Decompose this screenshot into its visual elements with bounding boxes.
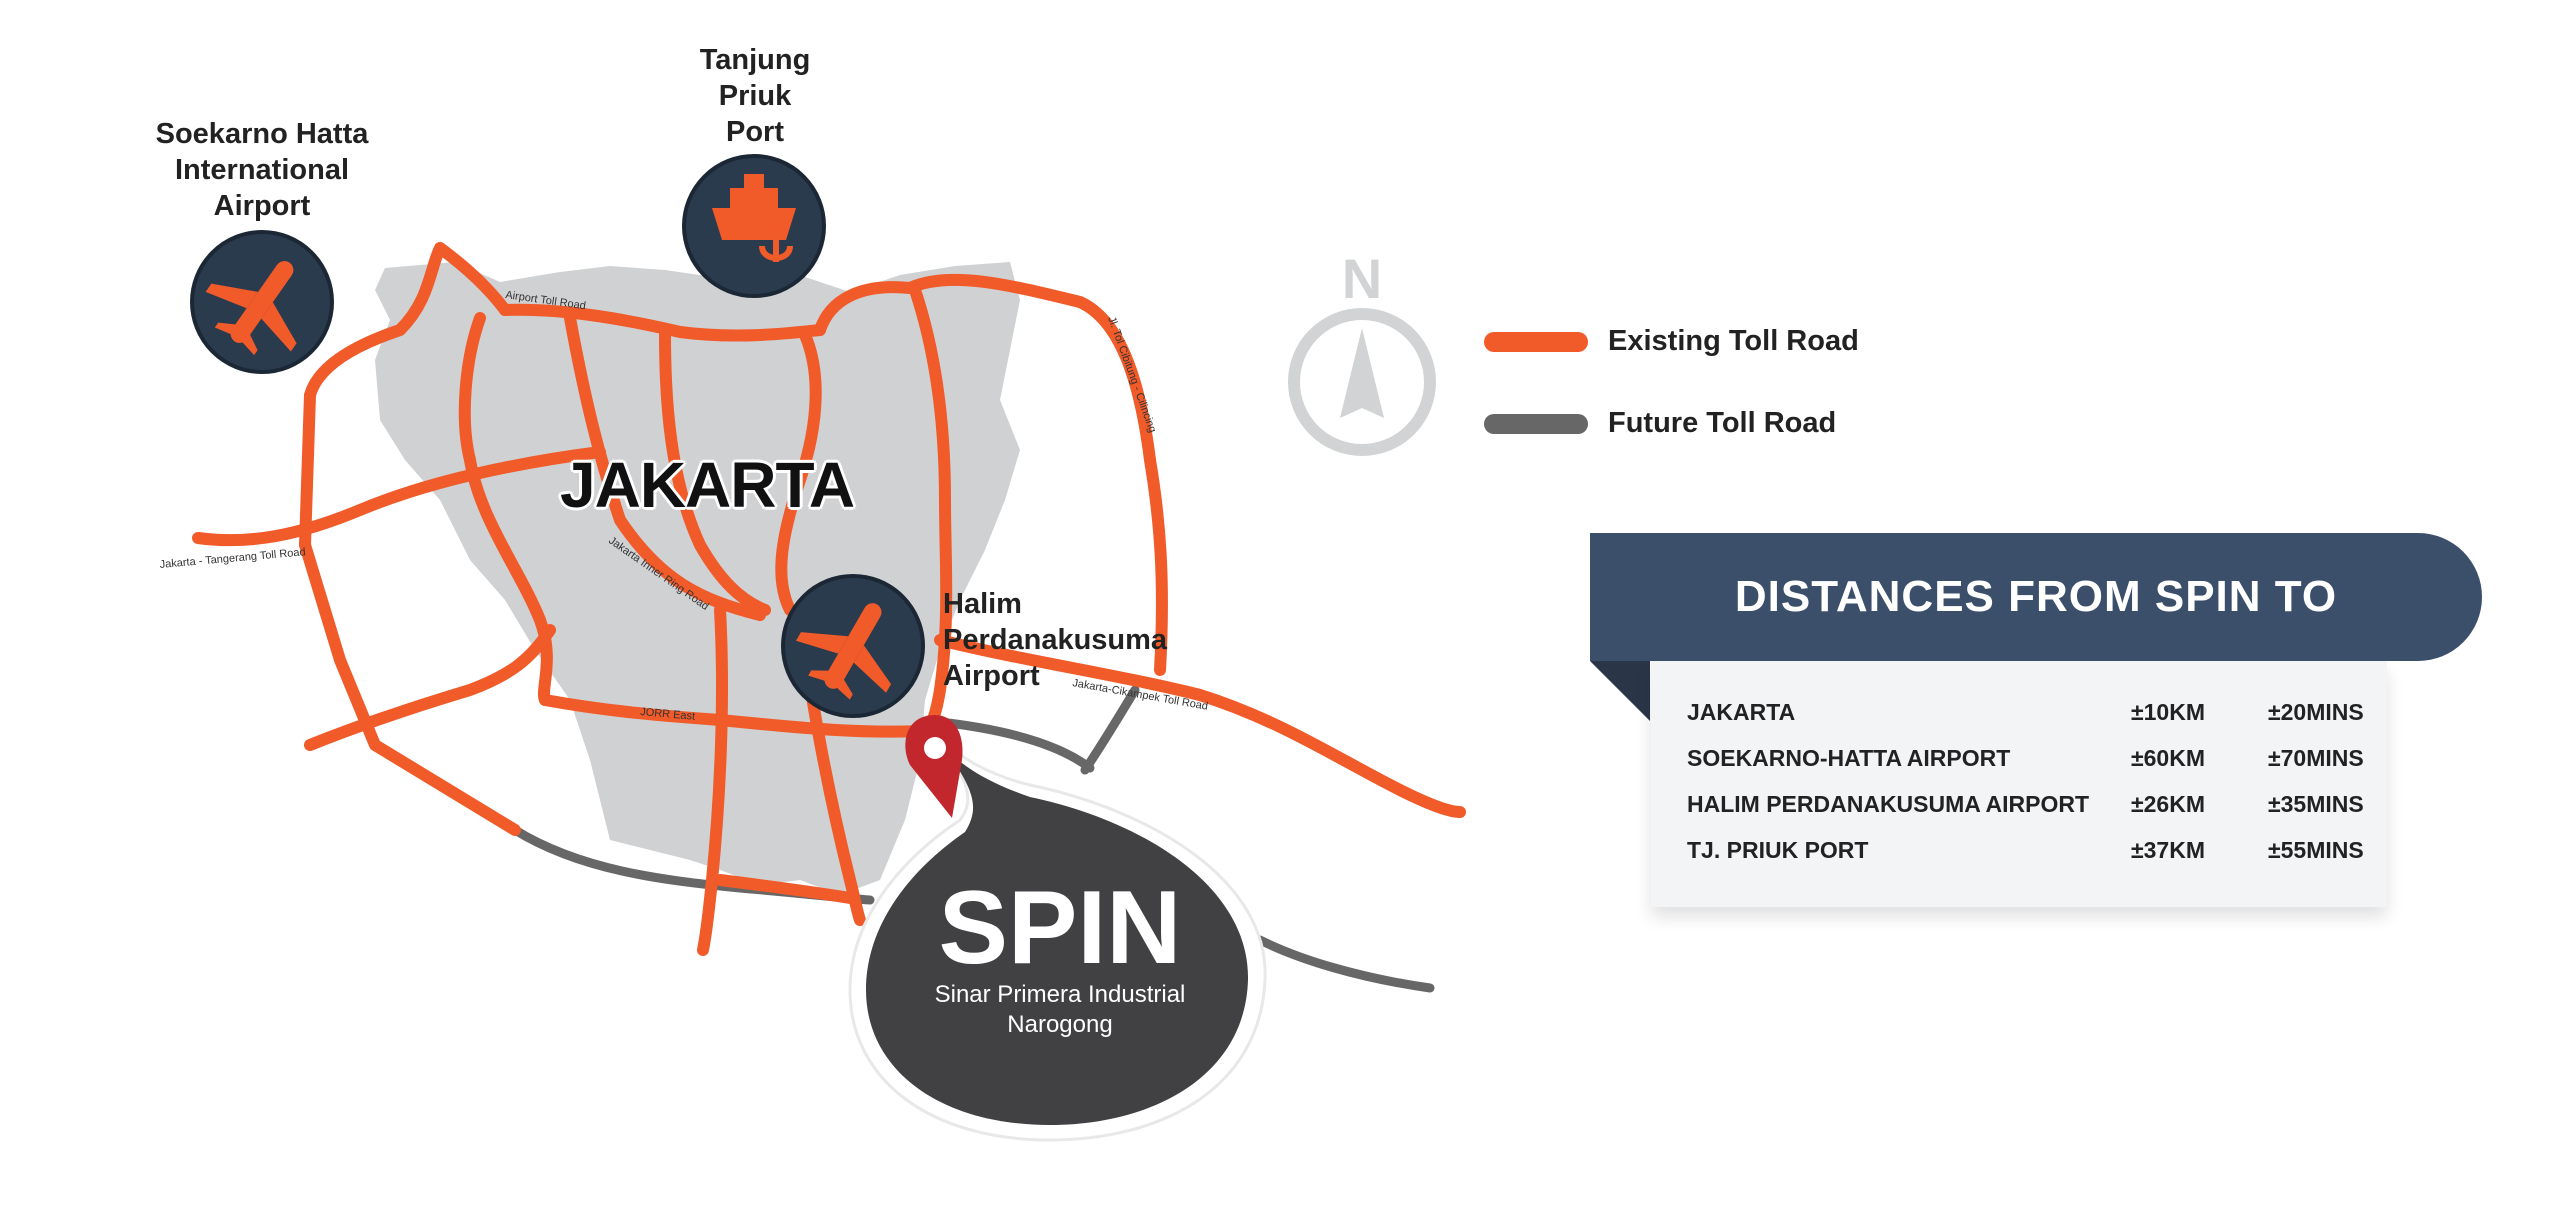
road-west-ring	[299, 242, 521, 836]
tanjung-priuk-port-icon	[682, 154, 826, 298]
distances-ribbon-fold	[1590, 661, 1650, 721]
soekarno-hatta-airport-icon	[190, 230, 334, 374]
legend-label-future: Future Toll Road	[1608, 407, 1837, 439]
distance-row: SOEKARNO-HATTA AIRPORT ±60KM ±70MINS	[1687, 745, 2377, 785]
legend-existing-toll: Existing Toll Road	[1484, 325, 1859, 358]
label-tanjung-priuk-port: Tanjung Priuk Port	[699, 44, 811, 148]
road-label-jorr-east: JORR East	[640, 706, 696, 723]
road-airport	[499, 303, 826, 342]
distance-place: HALIM PERDANAKUSUMA AIRPORT	[1687, 791, 2090, 817]
legend-swatch-future	[1484, 413, 1588, 434]
svg-text:N: N	[1342, 247, 1382, 310]
distances-card: JAKARTA ±10KM ±20MINS SOEKARNO-HATTA AIR…	[1651, 661, 2387, 907]
road-south-vertical	[697, 604, 728, 956]
road-vertical-east	[909, 284, 953, 742]
map-pin-icon	[905, 715, 963, 818]
legend-label-existing: Existing Toll Road	[1608, 325, 1859, 357]
road-north-ring	[814, 273, 1168, 676]
road-label-cibitung: Jl. Tol Cibitung - Cilincing	[1105, 315, 1158, 434]
distance-place: JAKARTA	[1687, 699, 1796, 725]
road-vertical-1	[564, 312, 766, 621]
road-label-jakarta-tangerang: Jakarta - Tangerang Toll Road	[159, 546, 306, 571]
spin-bubble	[848, 726, 1267, 1142]
label-halim-airport: Halim Perdanakusuma Airport	[943, 588, 1168, 692]
distance-place: TJ. PRIUK PORT	[1687, 837, 1869, 863]
distance-time: ±55MINS	[2268, 837, 2364, 863]
road-jakarta-tangerang	[192, 446, 606, 547]
compass-icon: N	[1288, 247, 1436, 456]
distances-header: DISTANCES FROM SPIN TO	[1590, 533, 2482, 661]
road-jakarta-cikampek	[934, 634, 1466, 818]
distance-km: ±60KM	[2131, 745, 2205, 771]
road-west-inner	[458, 312, 553, 706]
legend-future-toll: Future Toll Road	[1484, 407, 1836, 440]
distance-km: ±37KM	[2131, 837, 2205, 863]
distance-row: JAKARTA ±10KM ±20MINS	[1687, 699, 2377, 739]
distance-time: ±70MINS	[2268, 745, 2364, 771]
distance-km: ±26KM	[2131, 791, 2205, 817]
distance-row: HALIM PERDANAKUSUMA AIRPORT ±26KM ±35MIN…	[1687, 791, 2377, 831]
ship-anchor-icon	[712, 174, 796, 262]
airplane-icon	[205, 261, 297, 356]
distance-row: TJ. PRIUK PORT ±37KM ±55MINS	[1687, 837, 2377, 877]
label-soekarno-hatta-airport: Soekarno Hatta International Airport	[155, 118, 369, 222]
city-label-jakarta: JAKARTA	[560, 449, 855, 521]
road-vertical-3	[775, 329, 822, 616]
spin-bubble-inner	[866, 745, 1249, 1125]
halim-airport-icon	[781, 574, 925, 718]
distances-title: DISTANCES FROM SPIN TO	[1734, 572, 2338, 621]
distance-place: SOEKARNO-HATTA AIRPORT	[1687, 745, 2011, 771]
spin-title: SPIN	[938, 870, 1182, 986]
future-road-spin-north	[935, 717, 1095, 773]
future-road-east	[1255, 935, 1435, 993]
airplane-icon	[795, 603, 892, 700]
legend-swatch-existing	[1484, 331, 1588, 352]
road-jorr-southwest	[304, 624, 556, 751]
future-road-cikampek-link	[1080, 685, 1140, 775]
distance-time: ±20MINS	[2268, 699, 2364, 725]
road-vertical-2	[659, 329, 771, 616]
road-south-link	[714, 874, 856, 904]
distance-time: ±35MINS	[2268, 791, 2364, 817]
spin-subtitle: Sinar Primera Industrial Narogong	[934, 981, 1186, 1038]
distance-km: ±10KM	[2131, 699, 2205, 725]
